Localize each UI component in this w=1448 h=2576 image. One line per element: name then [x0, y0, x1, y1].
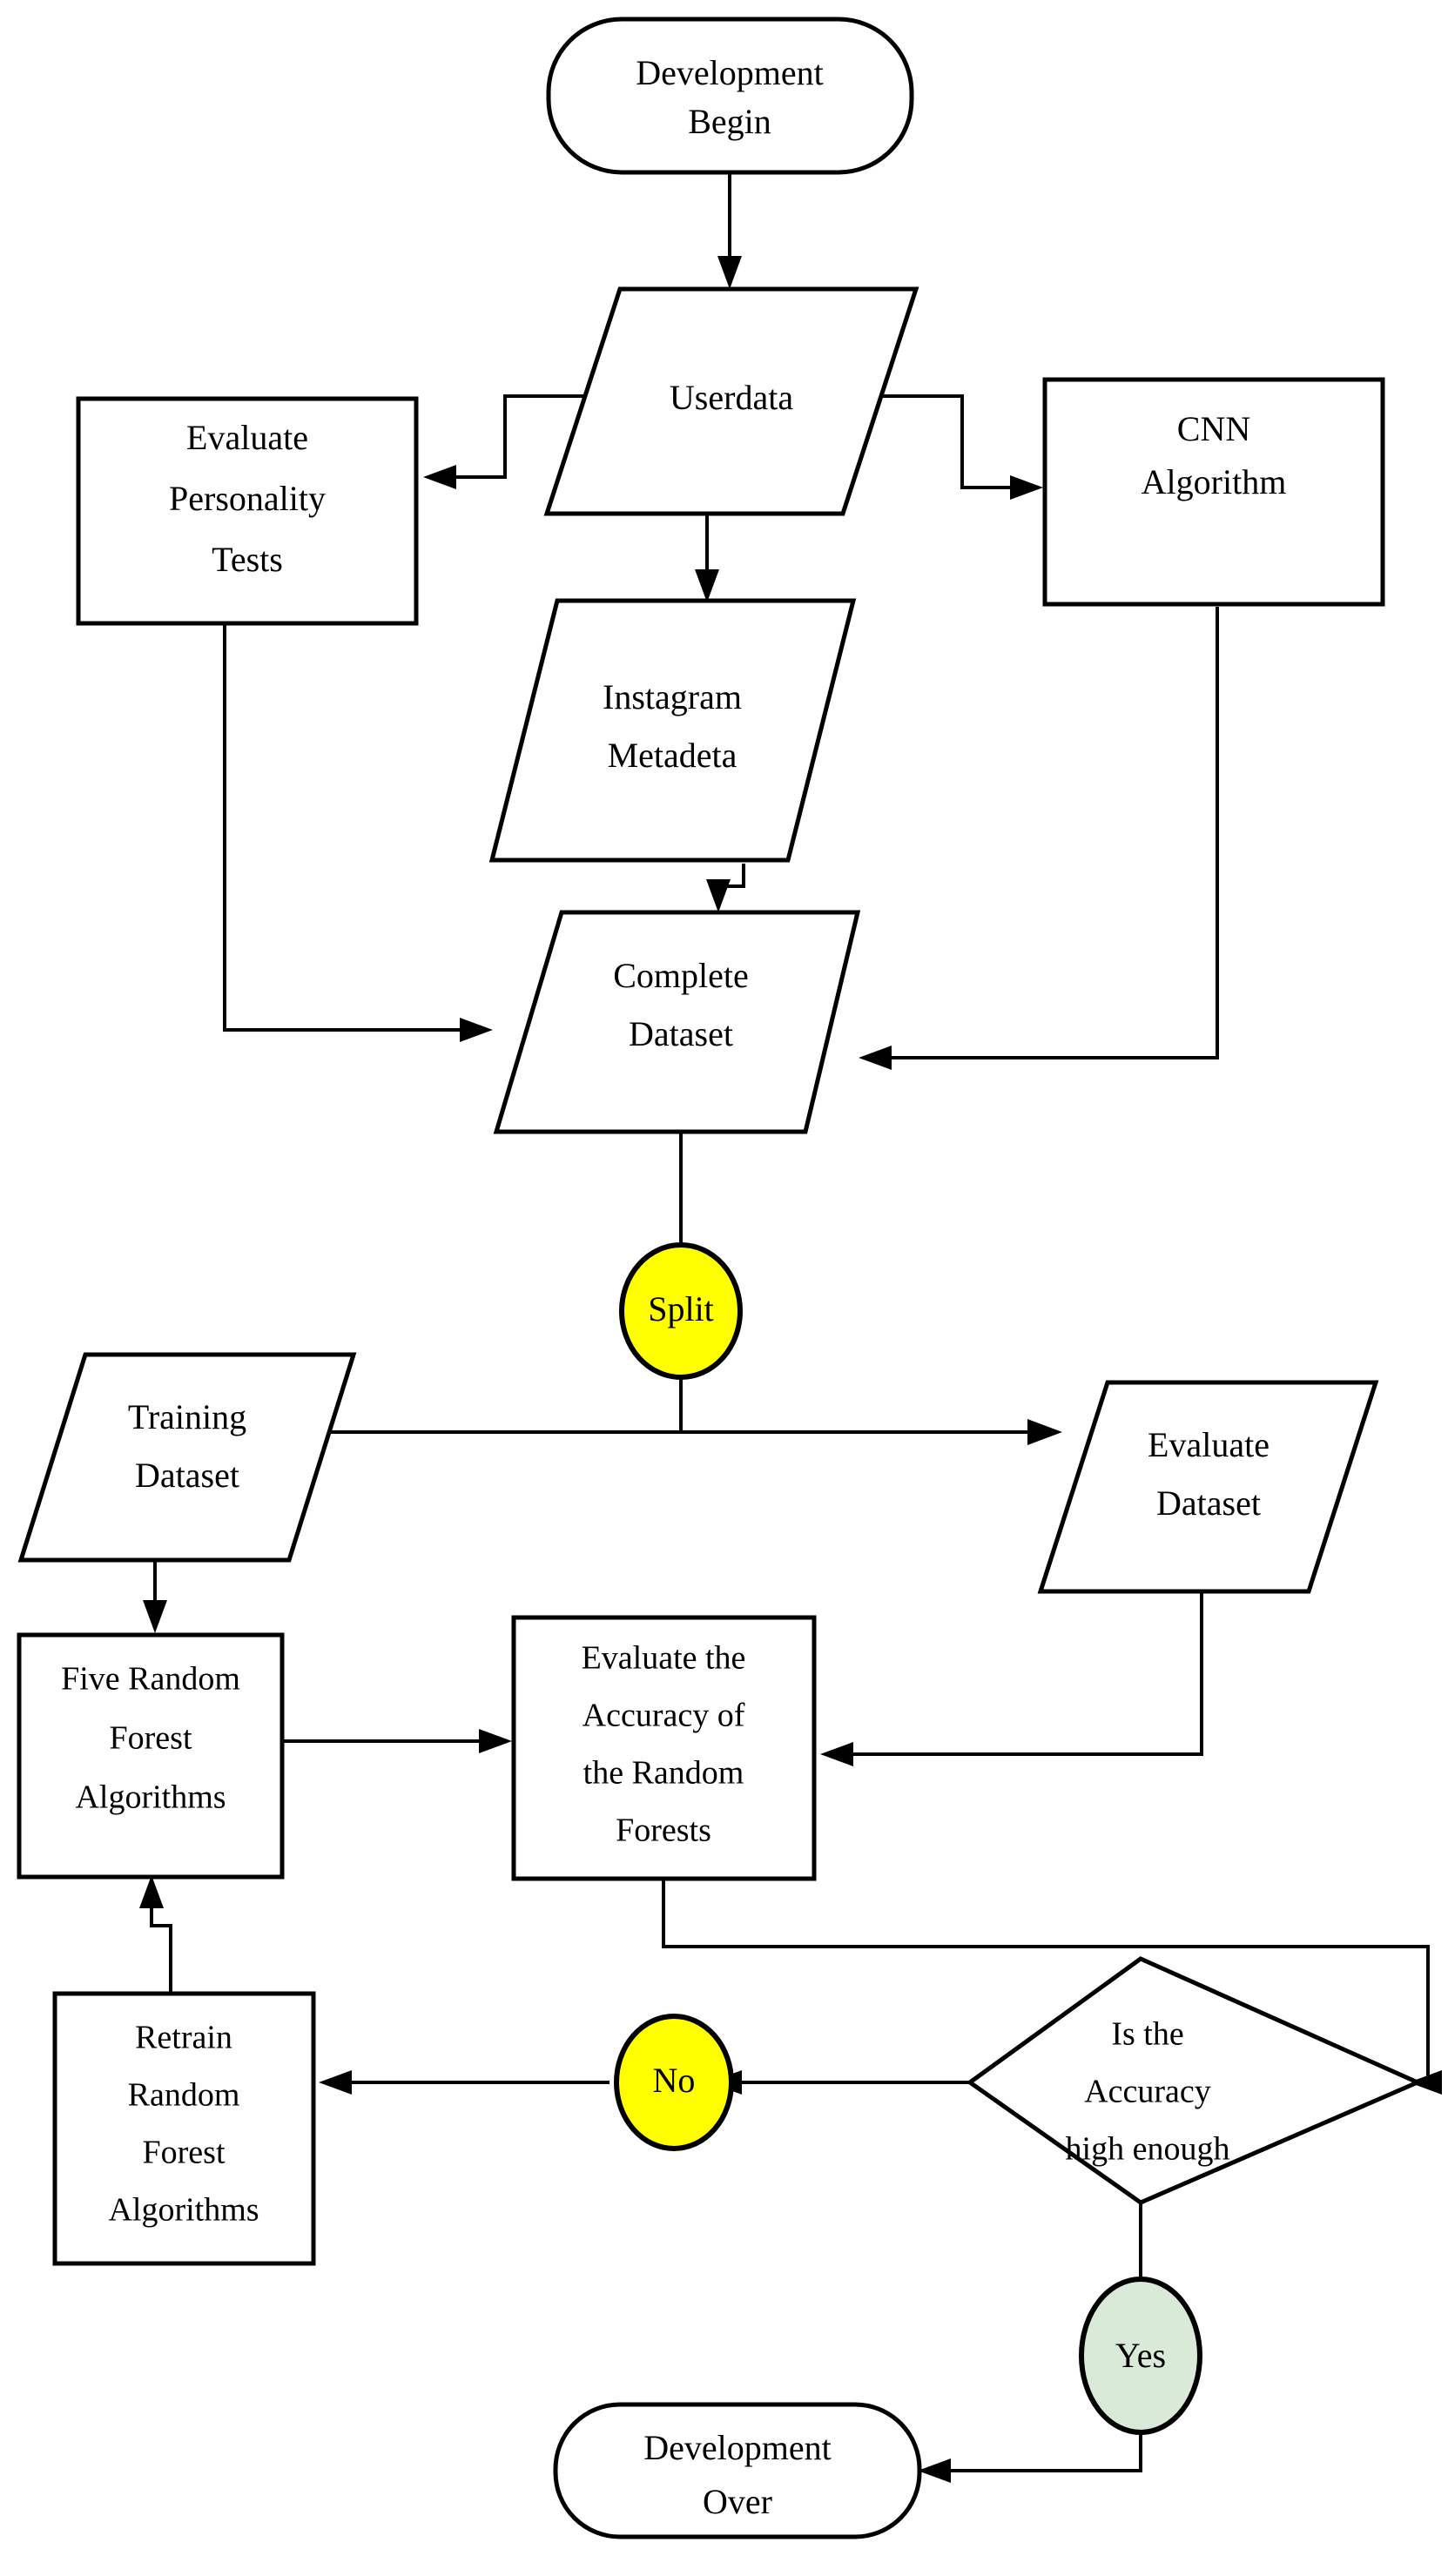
node-start-label-line2: Begin	[688, 102, 771, 141]
node-split-label: Split	[648, 1289, 714, 1328]
node-evaluate-personality-label-line3: Tests	[212, 540, 283, 579]
edge-userdata-to-instagram	[695, 515, 719, 602]
node-evaluate-accuracy-label-line2: Accuracy of	[583, 1698, 745, 1734]
node-evaluate-personality-tests[interactable]: Evaluate Personality Tests	[76, 396, 419, 626]
edge-training-dataset-to-five-random-forest	[143, 1560, 167, 1633]
node-evaluate-accuracy[interactable]: Evaluate the Accuracy of the Random Fore…	[511, 1615, 817, 1881]
node-evaluate-personality-label-line2: Personality	[169, 479, 326, 518]
node-cnn-algorithm[interactable]: CNN Algorithm	[1042, 377, 1385, 607]
node-userdata[interactable]: Userdata	[543, 286, 919, 516]
edge-no-badge-to-retrain	[319, 2070, 610, 2095]
node-retrain-label-line1: Retrain	[135, 2020, 232, 2056]
node-yes-badge[interactable]: Yes	[1079, 2277, 1202, 2435]
node-start[interactable]: Development Begin	[546, 17, 914, 175]
node-end-label-line1: Development	[643, 2428, 832, 2467]
edge-instagram-to-complete-dataset	[706, 864, 745, 912]
node-instagram-label-line2: Metadeta	[608, 736, 737, 775]
edge-evaluate-personality-to-complete-dataset	[223, 624, 493, 1042]
node-decision-accuracy[interactable]: Is the Accuracy high enough	[966, 1956, 1424, 2205]
node-training-dataset-label-line2: Dataset	[135, 1456, 239, 1495]
node-complete-dataset-label-line1: Complete	[613, 956, 749, 995]
node-five-random-forest-label-line2: Forest	[110, 1720, 192, 1757]
node-complete-dataset[interactable]: Complete Dataset	[493, 910, 861, 1134]
node-instagram-label-line1: Instagram	[603, 677, 742, 716]
node-userdata-label: Userdata	[670, 378, 793, 417]
node-five-random-forest-label-line3: Algorithms	[75, 1779, 226, 1816]
edge-userdata-to-evaluate-personality	[423, 394, 610, 489]
node-split-badge[interactable]: Split	[619, 1242, 743, 1380]
node-no-badge[interactable]: No	[614, 2014, 734, 2151]
node-retrain-label-line4: Algorithms	[108, 2192, 259, 2229]
edge-yes-badge-to-end	[918, 2431, 1142, 2483]
node-evaluate-dataset-label-line2: Dataset	[1156, 1483, 1261, 1523]
node-retrain-label-line3: Forest	[143, 2135, 226, 2171]
node-complete-dataset-label-line2: Dataset	[629, 1014, 733, 1053]
edge-evaluate-dataset-to-evaluate-accuracy	[820, 1591, 1203, 1766]
edge-decision-to-no-badge	[709, 2070, 972, 2095]
node-instagram-metadeta[interactable]: Instagram Metadeta	[488, 598, 857, 863]
edge-evaluate-accuracy-to-decision	[662, 1879, 1442, 2095]
node-evaluate-personality-label-line1: Evaluate	[186, 418, 308, 457]
edge-userdata-to-cnn	[871, 394, 1043, 500]
node-decision-label-line2: Accuracy	[1084, 2074, 1211, 2110]
node-five-random-forest-algorithms[interactable]: Five Random Forest Algorithms	[17, 1632, 285, 1880]
node-five-random-forest-label-line1: Five Random	[61, 1661, 240, 1698]
node-evaluate-accuracy-label-line1: Evaluate the	[582, 1640, 746, 1677]
node-end-label-line2: Over	[703, 2482, 772, 2521]
node-evaluate-accuracy-label-line3: the Random	[583, 1755, 744, 1792]
node-evaluate-dataset[interactable]: Evaluate Dataset	[1037, 1380, 1379, 1594]
node-training-dataset-label-line1: Training	[128, 1397, 246, 1436]
node-retrain-label-line2: Random	[128, 2077, 240, 2114]
node-start-label-line1: Development	[636, 53, 824, 92]
node-decision-label-line1: Is the	[1111, 2016, 1183, 2053]
node-yes-badge-label: Yes	[1115, 2336, 1166, 2375]
node-no-badge-label: No	[653, 2061, 696, 2100]
edge-start-to-userdata	[717, 172, 742, 289]
node-cnn-label-line2: Algorithm	[1142, 462, 1287, 501]
edge-split-to-training-dataset	[287, 1419, 681, 1445]
edge-retrain-to-five-random-forest	[139, 1875, 172, 1992]
node-evaluate-dataset-label-line1: Evaluate	[1148, 1425, 1270, 1464]
node-decision-label-line3: high enough	[1066, 2131, 1230, 2168]
edge-cnn-to-complete-dataset	[859, 607, 1219, 1070]
node-cnn-label-line1: CNN	[1177, 409, 1250, 448]
node-evaluate-accuracy-label-line4: Forests	[616, 1813, 711, 1849]
node-retrain-random-forest[interactable]: Retrain Random Forest Algorithms	[52, 1991, 316, 2266]
edge-five-random-forest-to-evaluate-accuracy	[283, 1729, 512, 1753]
edge-split-to-evaluate-dataset	[681, 1419, 1062, 1445]
node-end[interactable]: Development Over	[553, 2402, 922, 2539]
node-training-dataset[interactable]: Training Dataset	[17, 1352, 357, 1563]
